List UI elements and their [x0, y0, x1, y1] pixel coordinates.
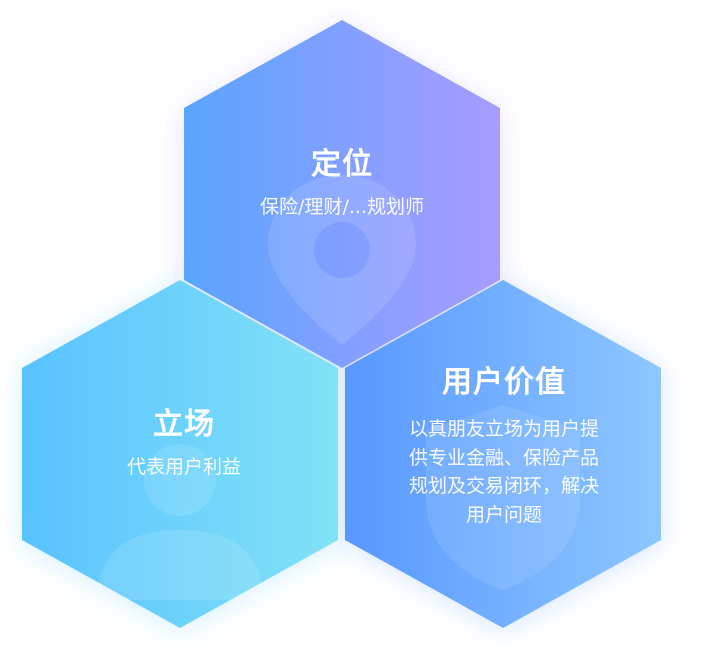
positioning-description: 保险/理财/...规划师 [260, 196, 424, 218]
stance-description: 代表用户利益 [126, 456, 242, 478]
positioning-label-group: 定位 保险/理财/...规划师 [260, 147, 424, 222]
shield-icon [426, 405, 580, 590]
user-value-title: 用户价值 [442, 365, 566, 400]
stance-title: 立场 [152, 407, 215, 442]
person-icon [95, 444, 265, 600]
top-hexagon [184, 20, 500, 368]
stance-label-group: 立场 代表用户利益 [127, 407, 241, 482]
location-pin-icon [268, 175, 416, 345]
user-value-description-line: 供专业金融、保险产品 [408, 446, 599, 469]
user-value-description-line: 用户问题 [465, 503, 542, 526]
user-value-description-line: 以真朋友立场为用户提 [408, 418, 599, 440]
user-value-description-line: 规划及交易闭环，解决 [408, 475, 599, 497]
user-value-description: 以真朋友立场为用户提 供专业金融、保险产品 规划及交易闭环，解决 用户问题 [374, 415, 634, 529]
positioning-title: 定位 [310, 147, 373, 182]
right-hexagon [345, 280, 661, 628]
left-hexagon [22, 280, 338, 628]
user-value-label-group: 用户价值 以真朋友立场为用户提 供专业金融、保险产品 规划及交易闭环，解决 用户… [374, 365, 634, 529]
